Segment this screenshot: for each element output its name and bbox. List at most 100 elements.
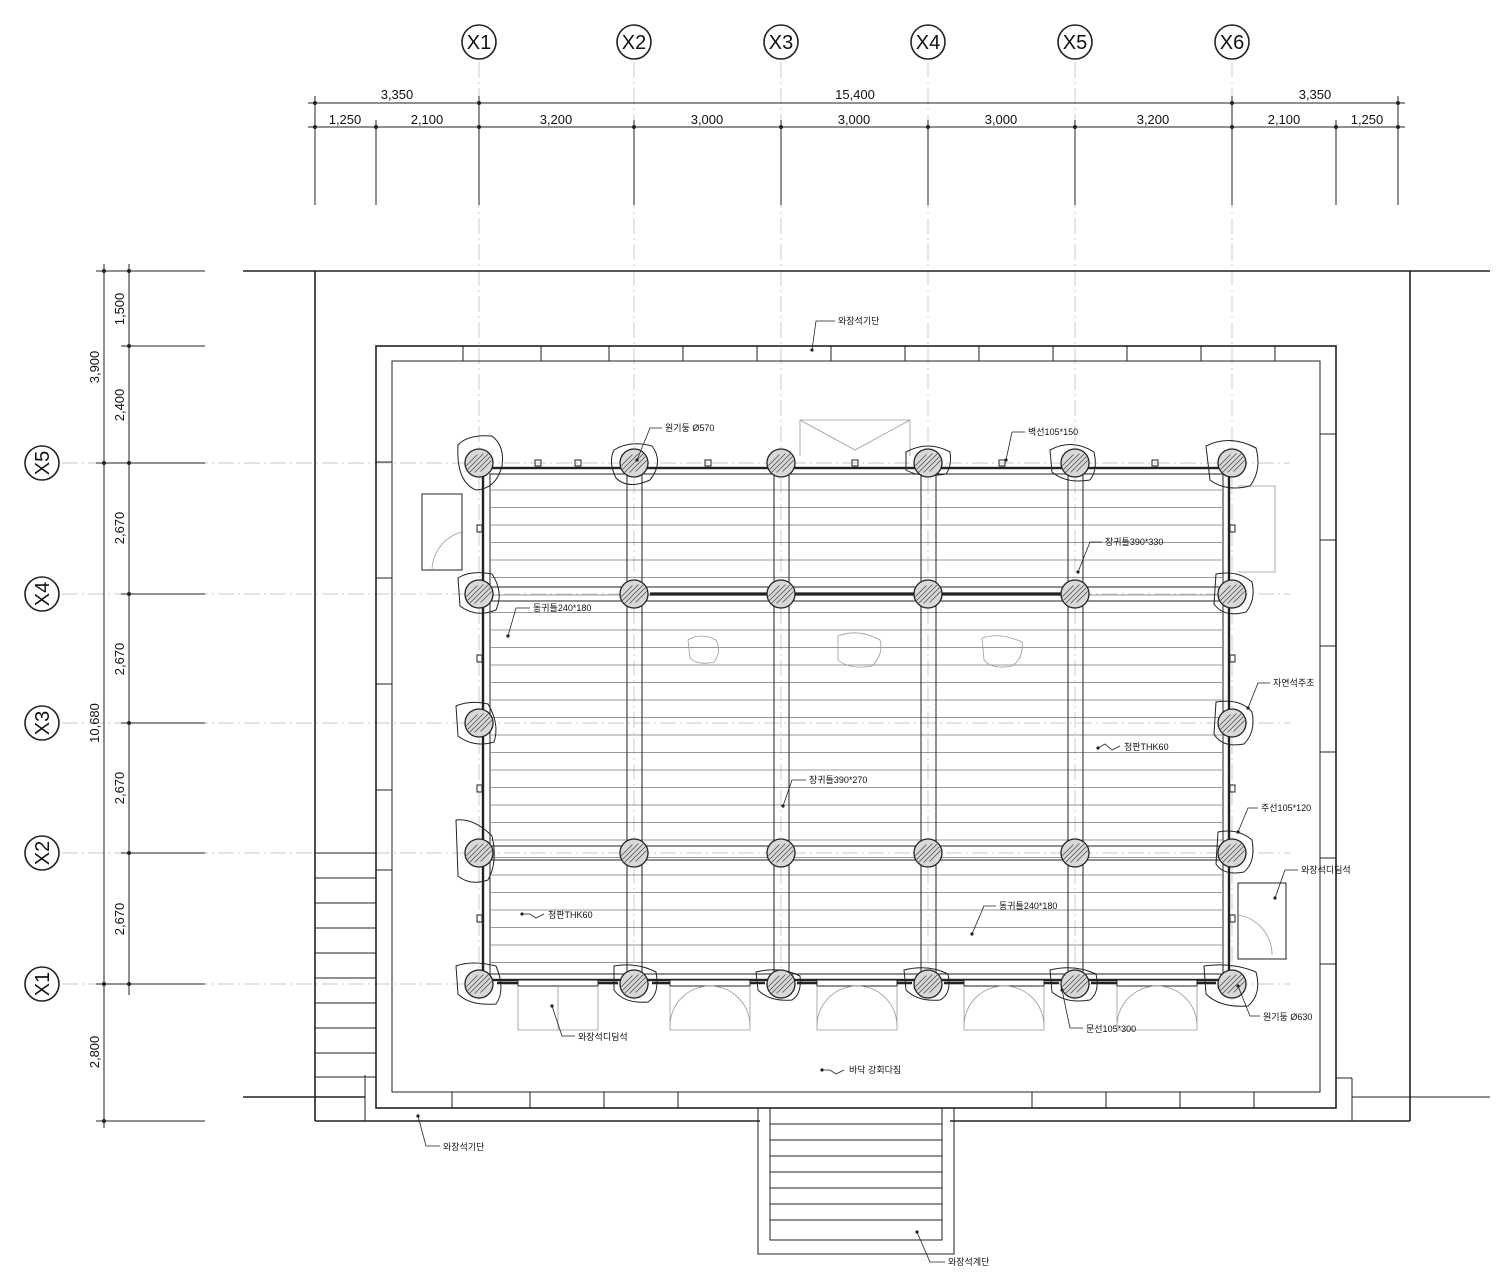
grid-bubble-x2: X2 bbox=[616, 24, 652, 60]
note-girt-390-330: 장귀틀390*330 bbox=[1076, 537, 1163, 574]
dimension-text: 10,680 bbox=[87, 703, 102, 743]
grid-bubble-x3: X3 bbox=[763, 24, 799, 60]
column bbox=[1060, 838, 1090, 868]
svg-text:장귀틀390*330: 장귀틀390*330 bbox=[1105, 537, 1163, 547]
column bbox=[619, 579, 649, 609]
note-jamb: 주선105*120 bbox=[1236, 803, 1311, 834]
dimension-text: 3,350 bbox=[1299, 87, 1332, 102]
floor-boards bbox=[491, 489, 1222, 963]
note-stepstone-bottom: 와장석디딤석 bbox=[550, 1004, 628, 1042]
grid-bubble-x5: X5 bbox=[1057, 24, 1093, 60]
dimension-text: 3,900 bbox=[87, 351, 102, 384]
column bbox=[766, 969, 796, 999]
grid-bubble-x4: X4 bbox=[910, 24, 946, 60]
front-stair bbox=[757, 1107, 955, 1255]
grid-bubble-y3: X3 bbox=[24, 705, 60, 741]
dimension-text: 2,670 bbox=[112, 512, 127, 545]
column bbox=[1217, 708, 1247, 738]
svg-text:벽선105*150: 벽선105*150 bbox=[1028, 427, 1078, 437]
dimension-text: 2,670 bbox=[112, 772, 127, 805]
grid-bubble-y4: X4 bbox=[24, 576, 60, 612]
svg-text:와장석계단: 와장석계단 bbox=[948, 1256, 989, 1267]
column bbox=[464, 448, 494, 478]
grid-bubbles-left: X5 X4 X3 X2 X1 bbox=[24, 445, 60, 1002]
svg-text:와장석기단: 와장석기단 bbox=[838, 315, 879, 326]
column bbox=[913, 838, 943, 868]
wall-posts bbox=[476, 459, 1236, 923]
column bbox=[1217, 448, 1247, 478]
note-plinth-bottom: 와장석기단 bbox=[416, 1114, 484, 1152]
annotations: 와장석기단 원기둥 Ø570 벽선105*150 장귀틀390*330 동귀틀2… bbox=[416, 315, 1351, 1267]
grid-bubble-x6: X6 bbox=[1214, 24, 1250, 60]
svg-text:자연석주초: 자연석주초 bbox=[1273, 678, 1314, 688]
dimension-text: 2,800 bbox=[87, 1036, 102, 1069]
svg-text:동귀틀240*180: 동귀틀240*180 bbox=[999, 901, 1057, 911]
dimension-text: 15,400 bbox=[835, 87, 875, 102]
note-floor-finish: 바닥 강회다짐 bbox=[820, 1065, 901, 1075]
note-girt-240-180-right: 동귀틀240*180 bbox=[970, 901, 1057, 936]
column bbox=[619, 448, 649, 478]
grid-label-top: X4 bbox=[916, 32, 940, 54]
dimension-text: 1,250 bbox=[1351, 112, 1384, 127]
column bbox=[464, 838, 494, 868]
grid-bubble-x1: X1 bbox=[461, 24, 497, 60]
svg-text:장귀틀390*270: 장귀틀390*270 bbox=[809, 775, 867, 785]
column bbox=[766, 579, 796, 609]
grid-label-top: X3 bbox=[769, 32, 793, 54]
note-natural-stone: 자연석주초 bbox=[1246, 678, 1314, 710]
grid-bubble-y1: X1 bbox=[24, 966, 60, 1002]
note-plinth-top: 와장석기단 bbox=[810, 315, 879, 352]
svg-text:와장석디딤석: 와장석디딤석 bbox=[578, 1031, 628, 1042]
svg-text:바닥 강회다짐: 바닥 강회다짐 bbox=[849, 1065, 901, 1075]
note-lintel: 벽선105*150 bbox=[1004, 427, 1078, 462]
column bbox=[1217, 579, 1247, 609]
svg-text:원기둥 Ø570: 원기둥 Ø570 bbox=[665, 423, 714, 433]
dimension-text: 2,400 bbox=[112, 389, 127, 422]
dimension-text: 3,350 bbox=[381, 87, 414, 102]
grid-bubble-y5: X5 bbox=[24, 445, 60, 481]
dimension-text: 3,000 bbox=[691, 112, 724, 127]
column bbox=[913, 969, 943, 999]
grid-label-top: X5 bbox=[1063, 32, 1087, 54]
column-bases bbox=[455, 435, 1259, 1007]
note-girt-240-180-left: 동귀틀240*180 bbox=[506, 603, 591, 638]
grid-label-top: X1 bbox=[467, 32, 491, 54]
column bbox=[464, 579, 494, 609]
column bbox=[464, 969, 494, 999]
column bbox=[464, 708, 494, 738]
svg-text:원기둥 Ø630: 원기둥 Ø630 bbox=[1263, 1012, 1312, 1022]
grid-label-left: X1 bbox=[32, 972, 54, 996]
column bbox=[619, 838, 649, 868]
note-floorboard-right: 청판THK60 bbox=[1096, 742, 1169, 752]
note-girt-390-270: 장귀틀390*270 bbox=[781, 775, 867, 808]
dimension-text: 2,100 bbox=[1268, 112, 1301, 127]
column bbox=[1217, 838, 1247, 868]
column bbox=[913, 579, 943, 609]
grid-label-left: X4 bbox=[32, 582, 54, 606]
grid-label-left: X5 bbox=[32, 451, 54, 475]
svg-text:청판THK60: 청판THK60 bbox=[548, 910, 593, 920]
grid-guides bbox=[62, 62, 1290, 1000]
floor-marks bbox=[687, 632, 1023, 668]
dimension-text: 3,200 bbox=[540, 112, 573, 127]
stepstones bbox=[421, 419, 1287, 960]
dimension-chain-left: 3,900 10,680 1,500 2,400 2,670 2,670 2,6… bbox=[87, 264, 205, 1128]
grid-label-left: X3 bbox=[32, 711, 54, 735]
dimension-text: 3,000 bbox=[985, 112, 1018, 127]
note-round-column-570: 원기둥 Ø570 bbox=[635, 423, 714, 462]
grid-bubbles-top: X1 X2 X3 X4 X5 X6 bbox=[461, 24, 1250, 60]
note-stair: 와장석계단 bbox=[915, 1230, 989, 1267]
column bbox=[766, 838, 796, 868]
dimension-chain-top: 3,350 15,400 3,350 1,250 2,100 3,200 3,0… bbox=[308, 87, 1405, 205]
note-floorboard-left: 청판THK60 bbox=[520, 910, 593, 920]
column bbox=[1217, 969, 1247, 999]
column bbox=[1060, 969, 1090, 999]
dimension-text: 3,200 bbox=[1137, 112, 1170, 127]
dimension-text: 1,500 bbox=[112, 293, 127, 326]
column bbox=[1060, 448, 1090, 478]
note-stepstone-right: 와장석디딤석 bbox=[1273, 864, 1351, 900]
svg-text:청판THK60: 청판THK60 bbox=[1124, 742, 1169, 752]
columns bbox=[464, 448, 1247, 999]
svg-text:주선105*120: 주선105*120 bbox=[1261, 803, 1311, 813]
dimension-text: 3,000 bbox=[838, 112, 871, 127]
